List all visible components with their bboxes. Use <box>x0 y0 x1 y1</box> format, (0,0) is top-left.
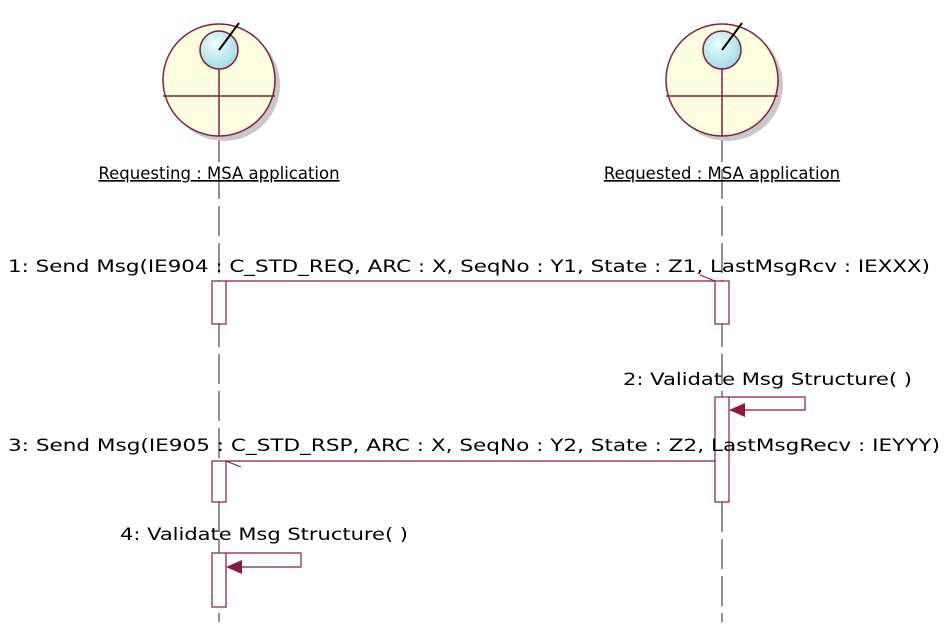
message-label-2: 2: Validate Msg Structure( ) <box>623 370 912 389</box>
activation-bar <box>714 280 730 325</box>
object-label-requesting: Requesting : MSA application <box>98 164 339 183</box>
activation-bar <box>714 396 730 503</box>
message-arrow-1 <box>226 274 716 282</box>
message-arrow-4 <box>226 552 302 574</box>
message-arrow-3 <box>225 460 715 468</box>
activation-bar <box>211 280 227 325</box>
message-arrow-2 <box>729 396 806 417</box>
boundary-actor-icon <box>665 22 783 141</box>
activation-bar <box>211 460 227 503</box>
object-label-requested: Requested : MSA application <box>604 164 840 183</box>
message-label-3: 3: Send Msg(IE905 : C_STD_RSP, ARC : X, … <box>8 436 940 456</box>
message-label-4: 4: Validate Msg Structure( ) <box>120 525 408 544</box>
message-label-1: 1: Send Msg(IE904 : C_STD_REQ, ARC : X, … <box>8 257 930 277</box>
activation-bar <box>211 552 227 608</box>
boundary-actor-icon <box>162 22 280 141</box>
